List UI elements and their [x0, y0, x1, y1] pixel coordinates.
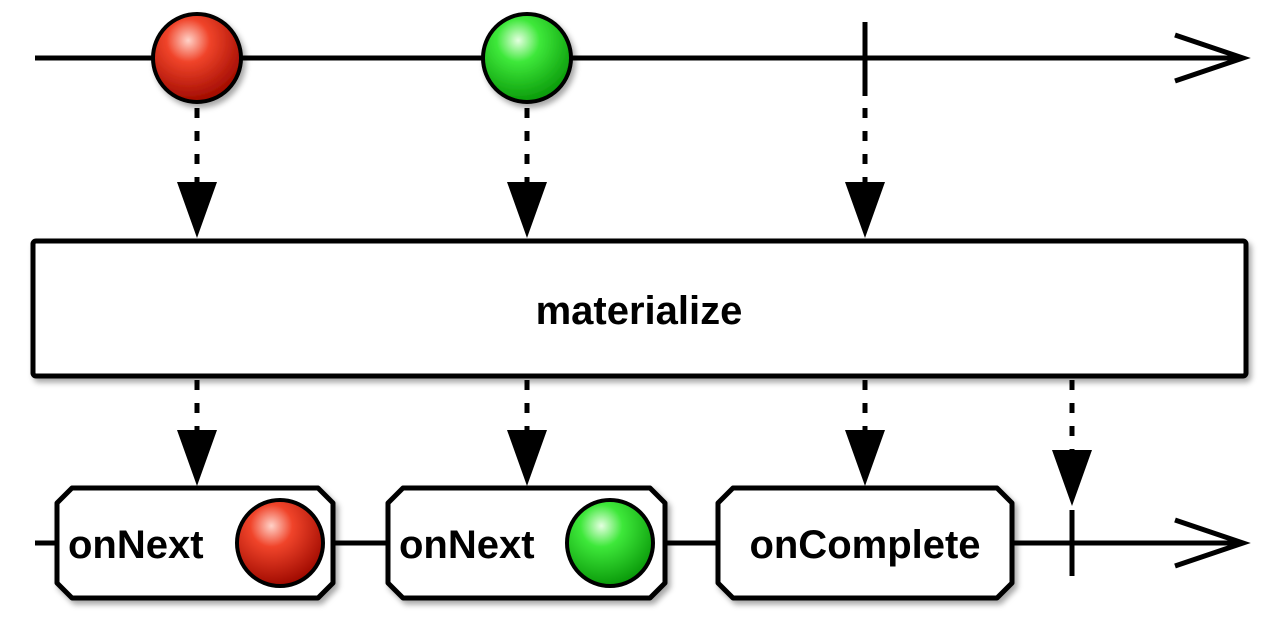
notification-label: onComplete	[749, 523, 980, 567]
arrow-down-icon	[177, 430, 217, 486]
red-marble	[151, 12, 243, 104]
notification-label: onNext	[399, 523, 535, 567]
notification-onnext-red: onNext	[54, 485, 336, 601]
arrow-down-icon	[845, 182, 885, 238]
arrow-down-icon	[177, 182, 217, 238]
arrow-down-icon	[1052, 450, 1092, 506]
green-marble	[565, 498, 655, 588]
upper-arrowheads	[177, 182, 885, 238]
notification-onnext-green: onNext	[385, 485, 668, 601]
operator-label: materialize	[536, 289, 743, 333]
lower-arrowheads	[177, 430, 1092, 506]
green-marble	[481, 12, 573, 104]
timeline-arrow-icon	[1174, 517, 1251, 569]
arrow-down-icon	[507, 182, 547, 238]
upper-dotted-lines	[194, 108, 868, 182]
lower-dotted-lines	[194, 380, 1075, 450]
red-marble	[235, 498, 325, 588]
arrow-down-icon	[845, 430, 885, 486]
arrow-down-icon	[507, 430, 547, 486]
timeline-arrow-icon	[1174, 32, 1251, 84]
notification-oncomplete: onComplete	[715, 485, 1015, 601]
notification-label: onNext	[68, 523, 204, 567]
operator-box: materialize	[30, 238, 1249, 379]
